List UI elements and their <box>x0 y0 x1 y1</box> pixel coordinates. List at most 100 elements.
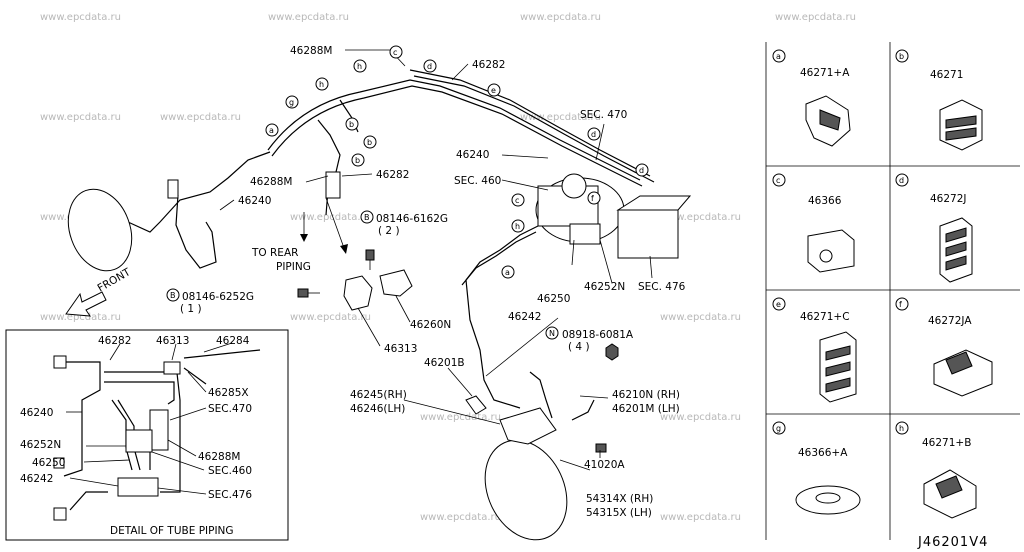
callout-b: b <box>355 156 360 165</box>
callout-b: b <box>349 120 354 129</box>
grid-part-number: 46272JA <box>928 315 972 327</box>
callout-B: B <box>170 291 176 300</box>
label-bolt-qty: ( 1 ) <box>180 303 202 315</box>
diagram-code: J46201V4 <box>917 535 988 550</box>
brake-pipe-drawing <box>65 49 692 541</box>
grid-letter: f <box>899 300 902 309</box>
watermark: www.epcdata.ru <box>520 112 601 123</box>
label-46282: 46282 <box>472 59 505 71</box>
grid-cell-g: g 46366+A <box>772 421 861 515</box>
letter-callouts: c d h h g e b b a d b d c f h a B B N <box>166 45 649 340</box>
grid-letter: e <box>776 300 781 309</box>
callout-b: b <box>367 138 372 147</box>
clip-icon <box>807 229 855 273</box>
grid-part-number: 46271+A <box>800 67 850 79</box>
grid-letter: a <box>776 52 781 61</box>
grid-cell-b: b 46271 <box>895 49 983 151</box>
label-bolt-qty: ( 2 ) <box>378 225 400 237</box>
watermark: www.epcdata.ru <box>660 412 741 423</box>
grid-part-number: 46366+A <box>798 447 848 459</box>
label-46245-rh: 46245(RH) <box>350 389 407 401</box>
watermark: www.epcdata.ru <box>660 312 741 323</box>
label-54315X-lh: 54315X (LH) <box>586 507 652 519</box>
grid-part-number: 46272J <box>930 193 967 205</box>
callout-c: c <box>515 196 519 205</box>
grid-cell-d: d 46272J <box>895 173 973 283</box>
callout-h: h <box>357 62 362 71</box>
grid-letter: c <box>776 176 780 185</box>
label-46288M: 46288M <box>290 45 332 57</box>
label-bolt-08146-6252G: 08146-6252G <box>182 291 254 303</box>
grid-cell-c: c 46366 <box>772 173 855 273</box>
label-46240: 46240 <box>238 195 271 207</box>
callout-f: f <box>591 194 594 203</box>
grid-part-number: 46271+C <box>800 311 850 323</box>
callout-N: N <box>549 329 555 338</box>
label-46260N: 46260N <box>410 319 451 331</box>
detail-label-46242: 46242 <box>20 473 53 485</box>
watermark: www.epcdata.ru <box>40 12 121 23</box>
watermark: www.epcdata.ru <box>268 12 349 23</box>
watermark: www.epcdata.ru <box>290 212 371 223</box>
detail-label-46313: 46313 <box>156 335 189 347</box>
detail-label-46240: 46240 <box>20 407 53 419</box>
parts-grid: a 46271+A b 46271 c 46366 d 46272J <box>765 42 1020 540</box>
detail-label-sec460: SEC.460 <box>208 465 252 477</box>
label-to-rear: TO REAR <box>251 247 298 259</box>
callout-h: h <box>515 222 520 231</box>
grid-cell-f: f 46272JA <box>895 297 993 397</box>
label-46246-lh: 46246(LH) <box>350 403 405 415</box>
label-54314X-rh: 54314X (RH) <box>586 493 653 505</box>
label-46313: 46313 <box>384 343 417 355</box>
callout-c: c <box>393 48 397 57</box>
callout-d: d <box>591 130 596 139</box>
label-nut-08918-6081A: 08918-6081A <box>562 329 634 341</box>
watermark: www.epcdata.ru <box>160 112 241 123</box>
label-41020A: 41020A <box>584 459 625 471</box>
watermark: www.epcdata.ru <box>420 412 501 423</box>
watermark: www.epcdata.ru <box>660 512 741 523</box>
label-sec460: SEC. 460 <box>454 175 501 187</box>
watermark: www.epcdata.ru <box>40 312 121 323</box>
watermark: www.epcdata.ru <box>775 12 856 23</box>
callout-d: d <box>427 62 432 71</box>
grid-letter: h <box>899 424 904 433</box>
detail-title: DETAIL OF TUBE PIPING <box>110 525 234 537</box>
watermark: www.epcdata.ru <box>420 512 501 523</box>
watermark: www.epcdata.ru <box>40 112 121 123</box>
grid-part-number: 46366 <box>808 195 842 207</box>
watermark: www.epcdata.ru <box>520 12 601 23</box>
detail-label-46285X: 46285X <box>208 387 249 399</box>
callout-e: e <box>491 86 496 95</box>
grid-letter: g <box>776 424 781 433</box>
callout-h: h <box>319 80 324 89</box>
label-46210N-rh: 46210N (RH) <box>612 389 680 401</box>
detail-label-46252N: 46252N <box>20 439 61 451</box>
grid-letter: b <box>899 52 904 61</box>
label-piping: PIPING <box>276 261 311 273</box>
callout-g: g <box>289 98 294 107</box>
callout-labels: 46288M 46282 SEC. 470 46240 SEC. 460 462… <box>96 45 686 519</box>
watermark: www.epcdata.ru <box>660 212 741 223</box>
callout-B: B <box>364 213 370 222</box>
detail-label-46288M: 46288M <box>198 451 240 463</box>
grid-letter: d <box>899 176 904 185</box>
label-nut-qty: ( 4 ) <box>568 341 590 353</box>
grid-cell-h: h 46271+B <box>895 421 977 519</box>
grid-cell-e: e 46271+C <box>772 297 857 403</box>
label-sec470: SEC. 470 <box>580 109 627 121</box>
callout-a: a <box>269 126 274 135</box>
label-46288M: 46288M <box>250 176 292 188</box>
label-46282: 46282 <box>376 169 409 181</box>
callout-d: d <box>639 166 644 175</box>
label-46201M-lh: 46201M (LH) <box>612 403 680 415</box>
grid-part-number: 46271+B <box>922 437 971 449</box>
detail-label-46284: 46284 <box>216 335 250 347</box>
detail-label-46282: 46282 <box>98 335 131 347</box>
detail-tube-piping: 46282 46313 46284 46285X SEC.470 46240 4… <box>5 329 289 541</box>
grid-cell-a: a 46271+A <box>772 49 851 147</box>
detail-label-46250: 46250 <box>32 457 65 469</box>
label-46242: 46242 <box>508 311 541 323</box>
label-46201B: 46201B <box>424 357 465 369</box>
